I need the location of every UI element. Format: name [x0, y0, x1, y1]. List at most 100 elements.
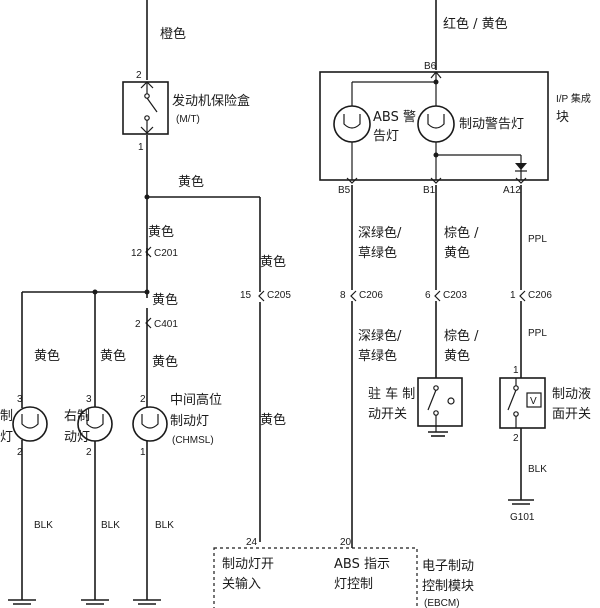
- wire-color-orange: 橙色: [160, 26, 186, 42]
- a12-wire-color-2: PPL: [528, 328, 547, 339]
- abs-lamp-label-1: ABS 警: [373, 109, 416, 125]
- parking-brake-switch: [417, 377, 463, 437]
- ground-symbol: [81, 599, 109, 605]
- fuse-pin-bottom: 1: [138, 142, 144, 153]
- c206-b5-pin: 8: [340, 290, 346, 301]
- c205-wire-color-above: 黄色: [260, 254, 286, 270]
- ebcm-abs-label-2: 灯控制: [334, 577, 373, 592]
- chmsl-label-1: 中间高位: [170, 392, 222, 408]
- a12-wire-color-1: PPL: [528, 234, 547, 245]
- right-lamp-wire-color: 黄色: [100, 348, 126, 364]
- ebcm-input-label-1: 制动灯开: [222, 557, 274, 572]
- ip-internal-wires: [351, 72, 522, 180]
- fluid-switch-blk: BLK: [528, 464, 547, 475]
- ebcm-abs-label-1: ABS 指示: [334, 557, 390, 572]
- c203-connector: [434, 290, 441, 302]
- b1-wire-color-1: 棕色 /: [444, 225, 479, 241]
- c205-name: C205: [267, 290, 291, 301]
- c206-a12-name: C206: [528, 290, 552, 301]
- fluid-switch-label-2: 面开关: [552, 407, 591, 422]
- ebcm-pin-24: 24: [246, 537, 258, 548]
- ip-pin-b5: B5: [338, 185, 351, 196]
- ip-cluster-label-2: 块: [556, 110, 569, 125]
- b5-wire-color-4: 草绿色: [358, 348, 397, 364]
- c401-wire-color: 黄色: [152, 292, 178, 308]
- right-lamp-pin-top: 3: [86, 394, 92, 405]
- c401-connector: [145, 317, 152, 329]
- right-lamp-label-2: 动灯: [64, 430, 90, 445]
- b5-wire-color-1: 深绿色/: [358, 225, 402, 241]
- left-brake-lamp-bulb-icon: [12, 406, 48, 442]
- ebcm-module-box: [213, 547, 418, 608]
- left-lamp-wire-color: 黄色: [34, 348, 60, 364]
- chmsl-pin-bottom: 1: [140, 447, 146, 458]
- ebcm-name-1: 电子制动: [422, 559, 474, 574]
- fuse-pin-top: 2: [136, 70, 142, 81]
- chmsl-bulb-icon: [132, 406, 168, 442]
- right-lamp-pin-bottom: 2: [86, 447, 92, 458]
- blk-label: BLK: [155, 520, 174, 531]
- fluid-switch-label-1: 制动液: [552, 387, 591, 402]
- c201-connector: [145, 246, 152, 258]
- ebcm-name-3: (EBCM): [424, 598, 460, 608]
- left-lamp-label-2: 灯: [0, 430, 13, 445]
- b1-wire-color-4: 黄色: [444, 348, 470, 364]
- brake-warning-lamp-icon: [417, 105, 455, 143]
- ip-cluster-label-1: I/P 集成: [556, 92, 591, 105]
- b5-wire-color-2: 草绿色: [358, 245, 397, 261]
- fluid-switch-pin-bottom: 2: [513, 433, 519, 444]
- blk-label: BLK: [34, 520, 53, 531]
- c201-pin: 12: [131, 248, 143, 259]
- chmsl-label-2: 制动灯: [170, 414, 209, 429]
- c401-name: C401: [154, 319, 178, 330]
- ebcm-pin-20: 20: [340, 537, 352, 548]
- ip-top-wire-color: 红色 / 黄色: [443, 16, 508, 32]
- ebcm-input-label-2: 关输入: [222, 576, 261, 592]
- b1-wire-color-2: 黄色: [444, 245, 470, 261]
- ip-pin-a12: A12: [503, 185, 521, 196]
- c205-pin: 15: [240, 290, 252, 301]
- wire-color-yellow-main: 黄色: [178, 174, 204, 190]
- ground-g101-label: G101: [510, 512, 535, 523]
- chmsl-label-3: (CHMSL): [172, 435, 214, 446]
- ebcm-name-2: 控制模块: [422, 579, 474, 594]
- abs-lamp-label-2: 告灯: [373, 129, 399, 144]
- c206-a12-connector: [519, 290, 526, 302]
- fuse-box-sub: (M/T): [176, 114, 200, 125]
- fluid-switch-pin-top: 1: [513, 365, 519, 376]
- left-lamp-pin-top: 3: [17, 394, 23, 405]
- junction-dot: [144, 289, 150, 295]
- b5-wire-color-3: 深绿色/: [358, 328, 402, 344]
- brake-lamp-label: 制动警告灯: [459, 116, 524, 132]
- ip-pin-b6: B6: [424, 61, 437, 72]
- abs-warning-lamp-icon: [333, 105, 371, 143]
- fuse-box-label: 发动机保险盒: [172, 93, 250, 109]
- c203-pin: 6: [425, 290, 431, 301]
- park-switch-label-1: 驻 车 制: [368, 386, 415, 402]
- ground-symbol: [508, 499, 534, 505]
- c201-name: C201: [154, 248, 178, 259]
- ground-symbol: [133, 599, 161, 605]
- ip-pin-b1: B1: [423, 185, 436, 196]
- c205-connector: [258, 290, 265, 302]
- c206-a12-pin: 1: [510, 290, 516, 301]
- junction-dot: [92, 289, 98, 295]
- left-lamp-pin-bottom: 2: [17, 447, 23, 458]
- c201-wire-color: 黄色: [148, 224, 174, 240]
- ground-symbol: [8, 599, 36, 605]
- c206-b5-connector: [350, 290, 357, 302]
- chmsl-wire-color: 黄色: [152, 354, 178, 370]
- ip-cluster-box: [319, 71, 549, 181]
- b1-wire-color-3: 棕色 /: [444, 328, 479, 344]
- right-lamp-label-1: 右制: [64, 409, 90, 424]
- junction-dot: [433, 79, 439, 85]
- left-lamp-label-1: 制: [0, 409, 13, 424]
- junction-dot: [433, 152, 439, 158]
- c401-pin: 2: [135, 319, 141, 330]
- lamp-ground-wires: [21, 395, 148, 600]
- junction-dot: [144, 194, 150, 200]
- brake-fluid-switch: [499, 377, 546, 429]
- engine-fuse-box: [122, 81, 169, 135]
- chmsl-pin-top: 2: [140, 394, 146, 405]
